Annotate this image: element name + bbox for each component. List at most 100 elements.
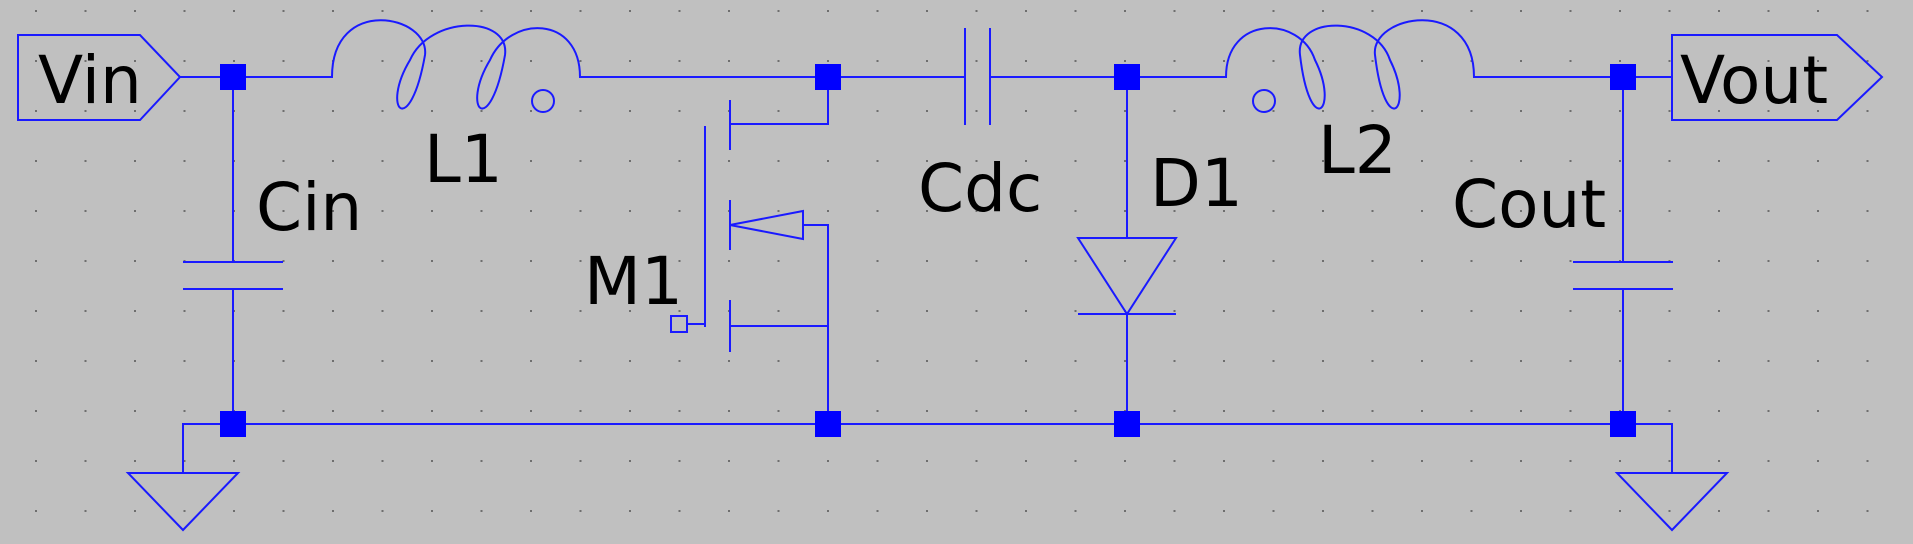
grid-dot <box>777 310 780 312</box>
grid-dot <box>183 10 186 12</box>
grid-dot <box>134 360 136 362</box>
mosfet-m1[interactable]: M1 <box>584 100 804 352</box>
grid-dot <box>1124 110 1126 112</box>
grid-dot <box>431 460 433 462</box>
grid-dot <box>183 110 186 112</box>
grid-dot <box>1520 10 1522 12</box>
grid-dot <box>1767 60 1770 62</box>
grid-dot <box>1767 410 1770 412</box>
grid-dot <box>1371 260 1374 262</box>
grid-dot <box>876 10 879 12</box>
grid-dot <box>1619 210 1621 212</box>
grid-dot <box>134 410 136 412</box>
grid-dot <box>35 210 37 212</box>
grid-dot <box>1668 310 1671 312</box>
grid-dot <box>876 510 879 512</box>
junction-icon[interactable] <box>1114 411 1140 437</box>
grid-dot <box>1718 460 1720 462</box>
grid-dot <box>629 10 631 12</box>
grid-dot <box>1866 410 1869 412</box>
grid-dot <box>1470 10 1473 12</box>
grid-dot <box>876 460 879 462</box>
port-vin[interactable]: Vin <box>17 34 182 121</box>
grid-dot <box>1866 210 1869 212</box>
grid-dot <box>1668 210 1671 212</box>
grid-dot <box>579 110 582 112</box>
grid-dot <box>1124 10 1126 12</box>
grid-dot <box>579 60 582 62</box>
grid-dot <box>1322 360 1324 362</box>
grid-dot <box>480 110 483 112</box>
grid-dot <box>332 510 334 512</box>
grid-dot <box>1173 160 1176 162</box>
grid-dot <box>926 210 928 212</box>
inductor-l1[interactable]: L1 <box>331 19 581 198</box>
grid-dot <box>678 410 681 412</box>
capacitor-cout[interactable]: Cout <box>1452 166 1673 290</box>
grid-dot <box>777 110 780 112</box>
junction-icon[interactable] <box>815 64 841 90</box>
grid-dot <box>1074 460 1077 462</box>
grid-dot <box>332 360 334 362</box>
grid-dot <box>35 110 37 112</box>
grid-dot <box>332 10 334 12</box>
ground-left[interactable] <box>125 472 241 532</box>
grid-dot <box>332 110 334 112</box>
grid-dot <box>1817 360 1819 362</box>
grid-dot <box>579 510 582 512</box>
grid-dot <box>84 60 87 62</box>
inductor-l2[interactable]: L2 <box>1225 19 1475 189</box>
port-vout[interactable]: Vout <box>1671 34 1884 121</box>
ground-right[interactable] <box>1614 472 1730 532</box>
grid-dot <box>1817 160 1819 162</box>
grid-dot <box>332 160 334 162</box>
label-l2: L2 <box>1318 112 1397 189</box>
grid-dot <box>1619 510 1621 512</box>
grid-dot <box>629 210 631 212</box>
grid-dot <box>1272 510 1275 512</box>
grid-dot <box>530 410 532 412</box>
grid-dot <box>84 110 87 112</box>
grid-dot <box>728 10 730 12</box>
capacitor-cin[interactable]: Cin <box>183 169 362 290</box>
diode-d1[interactable]: D1 <box>1076 145 1243 316</box>
grid-dot <box>1718 60 1720 62</box>
capacitor-cdc[interactable]: Cdc <box>918 28 1042 227</box>
grid-dot <box>183 460 186 462</box>
grid-dot <box>381 60 384 62</box>
label-l1: L1 <box>424 121 503 198</box>
grid-dot <box>282 310 285 312</box>
grid-dot <box>1223 360 1225 362</box>
grid-dot <box>629 460 631 462</box>
grid-dot <box>84 410 87 412</box>
junction-icon[interactable] <box>1610 411 1636 437</box>
grid-dot <box>1470 260 1473 262</box>
grid-dot <box>1223 10 1225 12</box>
grid-dot <box>629 60 631 62</box>
grid-dot <box>926 60 928 62</box>
grid-dot <box>381 410 384 412</box>
junction-icon[interactable] <box>220 411 246 437</box>
grid-dot <box>1569 310 1572 312</box>
grid-dot <box>1668 60 1671 62</box>
junction-icon[interactable] <box>220 64 246 90</box>
grid-dot <box>1272 110 1275 112</box>
grid-dot <box>431 10 433 12</box>
grid-dot <box>1173 10 1176 12</box>
junction-icon[interactable] <box>1114 64 1140 90</box>
wire-m1-drain[interactable] <box>729 76 829 125</box>
grid-dot <box>1470 460 1473 462</box>
wire-m1-source[interactable] <box>802 224 829 425</box>
grid-dot <box>1520 160 1522 162</box>
junction-icon[interactable] <box>1610 64 1636 90</box>
grid-dot <box>1322 460 1324 462</box>
grid-dot <box>134 110 136 112</box>
grid-dot <box>332 210 334 212</box>
grid-dot <box>1569 360 1572 362</box>
junction-icon[interactable] <box>815 411 841 437</box>
grid-dot <box>1421 110 1423 112</box>
grid-dot <box>1767 110 1770 112</box>
grid-dot <box>629 360 631 362</box>
grid-dot <box>678 160 681 162</box>
